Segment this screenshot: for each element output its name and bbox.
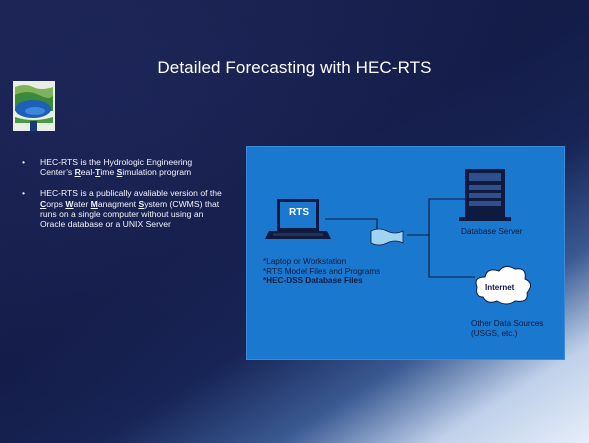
hec-logo-icon bbox=[13, 81, 55, 131]
network-wave-icon bbox=[370, 228, 404, 246]
internet-label: Internet bbox=[485, 283, 515, 292]
laptop-icon bbox=[265, 199, 331, 239]
bullet-marker: • bbox=[22, 188, 26, 199]
other-data-sources-label: Other Data Sources (USGS, etc.) bbox=[471, 319, 544, 338]
database-server-icon bbox=[459, 169, 511, 221]
slide-title: Detailed Forecasting with HEC-RTS bbox=[157, 58, 432, 77]
laptop-screen-label: RTS bbox=[289, 207, 309, 218]
diagram-graphics bbox=[265, 169, 531, 305]
bullet-list: • HEC-RTS is the Hydrologic Engineering … bbox=[22, 157, 222, 240]
bullet-item-cwms: • HEC-RTS is a publically avaliable vers… bbox=[22, 188, 222, 230]
internet-cloud-icon bbox=[475, 265, 531, 305]
bullet-item-rts: • HEC-RTS is the Hydrologic Engineering … bbox=[22, 157, 193, 178]
database-server-label: Database Server bbox=[461, 227, 523, 236]
bullet-marker: • bbox=[22, 157, 26, 167]
laptop-description: *Laptop or Workstation *RTS Model Files … bbox=[263, 257, 381, 286]
system-diagram: RTS *Laptop or Workstation *RTS Model Fi… bbox=[246, 146, 565, 360]
